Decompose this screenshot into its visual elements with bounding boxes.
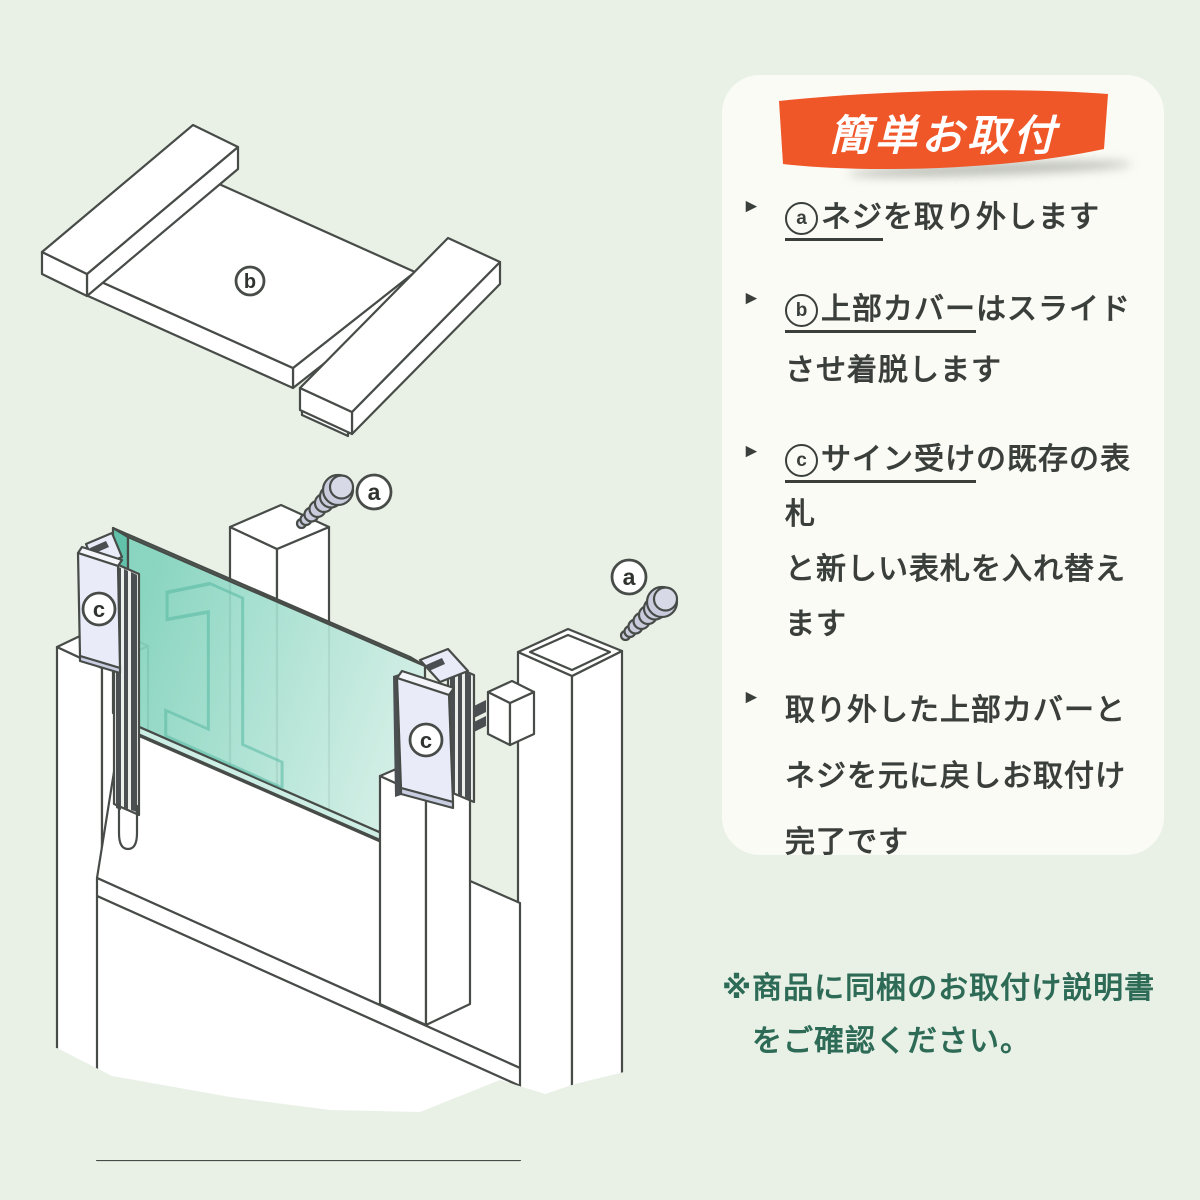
instruction-item: ► 取り外した上部カバーとネジを元に戻しお取付け完了です <box>742 678 1148 876</box>
label-a-badge-right: a <box>610 558 648 596</box>
circled-letter-badge: a <box>785 202 818 235</box>
circled-letter-badge: b <box>785 294 818 327</box>
bullet-arrow-icon: ► <box>742 687 761 708</box>
label-c-badge-right: c <box>408 722 444 758</box>
label-a-badge-top: a <box>355 473 393 511</box>
bullet-arrow-icon: ► <box>742 288 761 309</box>
assembly-diagram: 1 c <box>18 473 679 1162</box>
bullet-arrow-icon: ► <box>742 441 761 462</box>
svg-text:b: b <box>244 271 256 293</box>
right-holder: c <box>393 647 470 810</box>
circled-letter-badge: c <box>785 444 818 477</box>
channel-slot <box>117 802 139 851</box>
left-holder: c <box>76 531 124 675</box>
installation-diagram: b <box>18 123 679 1162</box>
svg-text:a: a <box>368 479 381 505</box>
cover-left-rail <box>40 123 240 298</box>
footnote: ※商品に同梱のお取付け説明書 をご確認ください。 <box>722 962 1192 1068</box>
cover-right-rail <box>298 236 502 436</box>
right-step <box>474 679 536 747</box>
bullet-arrow-icon: ► <box>742 196 761 217</box>
footnote-line: をご確認ください。 <box>752 1025 1031 1058</box>
screw-icon <box>295 473 355 530</box>
svg-text:a: a <box>623 564 636 590</box>
svg-text:c: c <box>93 597 105 622</box>
panel-title: 簡単お取付 <box>828 112 1059 159</box>
ribbon-shape <box>779 90 1108 170</box>
right-post <box>516 627 624 1152</box>
diagram-bottom-fade <box>18 1048 662 1160</box>
footnote-line: ※商品に同梱のお取付け説明書 <box>722 972 1156 1005</box>
title-ribbon: 簡単お取付 <box>776 85 1133 180</box>
svg-text:c: c <box>420 728 432 753</box>
instruction-text: 取り外した上部カバーとネジを元に戻しお取付け完了です <box>785 694 1126 859</box>
label-c-badge-left: c <box>81 591 117 627</box>
top-cover-diagram: b <box>40 123 502 438</box>
label-b-badge: b <box>234 265 266 297</box>
